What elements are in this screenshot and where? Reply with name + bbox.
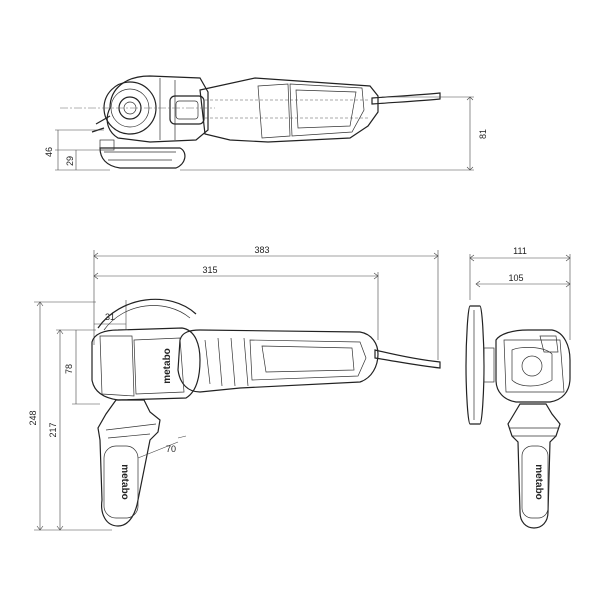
dim-217: 217 bbox=[48, 422, 58, 437]
dim-315: 315 bbox=[202, 265, 217, 275]
front-view: 111 105 metabo bbox=[465, 246, 571, 529]
dim-70: 70 bbox=[166, 444, 176, 454]
dim-46: 46 bbox=[44, 147, 54, 157]
dim-29: 29 bbox=[65, 156, 75, 166]
top-view: 383 315 31 metabo metabo 70 bbox=[28, 245, 441, 531]
side-view: 81 46 29 bbox=[44, 75, 488, 171]
dim-383: 383 bbox=[254, 245, 269, 255]
dim-81: 81 bbox=[478, 129, 488, 139]
dim-248: 248 bbox=[28, 410, 38, 425]
handle-logo-top: metabo bbox=[119, 464, 130, 500]
handle-logo-front: metabo bbox=[533, 464, 544, 500]
body-logo: metabo bbox=[162, 348, 173, 384]
dim-78: 78 bbox=[64, 364, 74, 374]
dim-111: 111 bbox=[513, 246, 527, 256]
dim-105: 105 bbox=[508, 273, 523, 283]
dim-31: 31 bbox=[105, 312, 115, 322]
